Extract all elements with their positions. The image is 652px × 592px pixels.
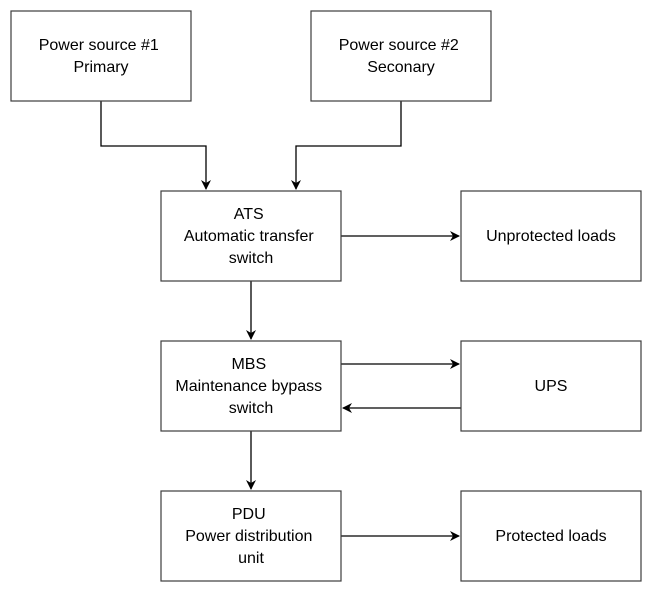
node-label-line: Power source #2: [339, 37, 459, 54]
node-label-line: switch: [229, 400, 273, 417]
node-ats: ATS Automatic transfer switch: [160, 190, 342, 282]
svg-text:Power source #2 Seconary: Power source #2 Seconary: [339, 37, 464, 76]
edge-ps1-to-ats: [100, 101, 211, 190]
node-label-line: Protected loads: [495, 528, 606, 545]
edge-ps2-to-ats: [291, 101, 402, 190]
svg-text:Unprotected loads: Unprotected loads: [486, 228, 616, 245]
node-label-line: Power source #1: [39, 37, 159, 54]
node-power-source-1: Power source #1 Primary: [10, 10, 192, 102]
node-unprotected-loads: Unprotected loads: [460, 190, 642, 282]
svg-text:ATS Automatic transfer: ATS Automatic transfer switch: [184, 206, 318, 267]
edges: [100, 101, 461, 541]
svg-text:Protected loads: Protected loads: [495, 528, 606, 545]
node-label-line: Unprotected loads: [486, 228, 616, 245]
node-pdu: PDU Power distribution unit: [160, 490, 342, 582]
node-label-line: UPS: [535, 378, 568, 395]
node-label-line: Seconary: [367, 59, 435, 76]
svg-text:UPS: UPS: [535, 378, 568, 395]
node-label-line: MBS: [231, 356, 266, 373]
node-label-line: PDU: [232, 506, 266, 523]
node-label-line: Automatic transfer: [184, 228, 315, 245]
svg-text:MBS Maintenance bypass: MBS Maintenance bypass switch: [175, 356, 326, 417]
node-label-line: Maintenance bypass: [175, 378, 322, 395]
node-label-line: Primary: [73, 59, 128, 76]
node-label-line: unit: [238, 550, 264, 567]
node-protected-loads: Protected loads: [460, 490, 642, 582]
node-ups: UPS: [460, 340, 642, 432]
svg-text:Power source #1 Primary: Power source #1 Primary: [39, 37, 164, 76]
node-label-line: Power distribution: [185, 528, 312, 545]
node-label-line: switch: [229, 250, 273, 267]
node-label-line: ATS: [234, 206, 264, 223]
node-mbs: MBS Maintenance bypass switch: [160, 340, 342, 432]
svg-text:PDU Power distribution: PDU Power distribution unit: [185, 506, 317, 567]
node-power-source-2: Power source #2 Seconary: [310, 10, 492, 102]
